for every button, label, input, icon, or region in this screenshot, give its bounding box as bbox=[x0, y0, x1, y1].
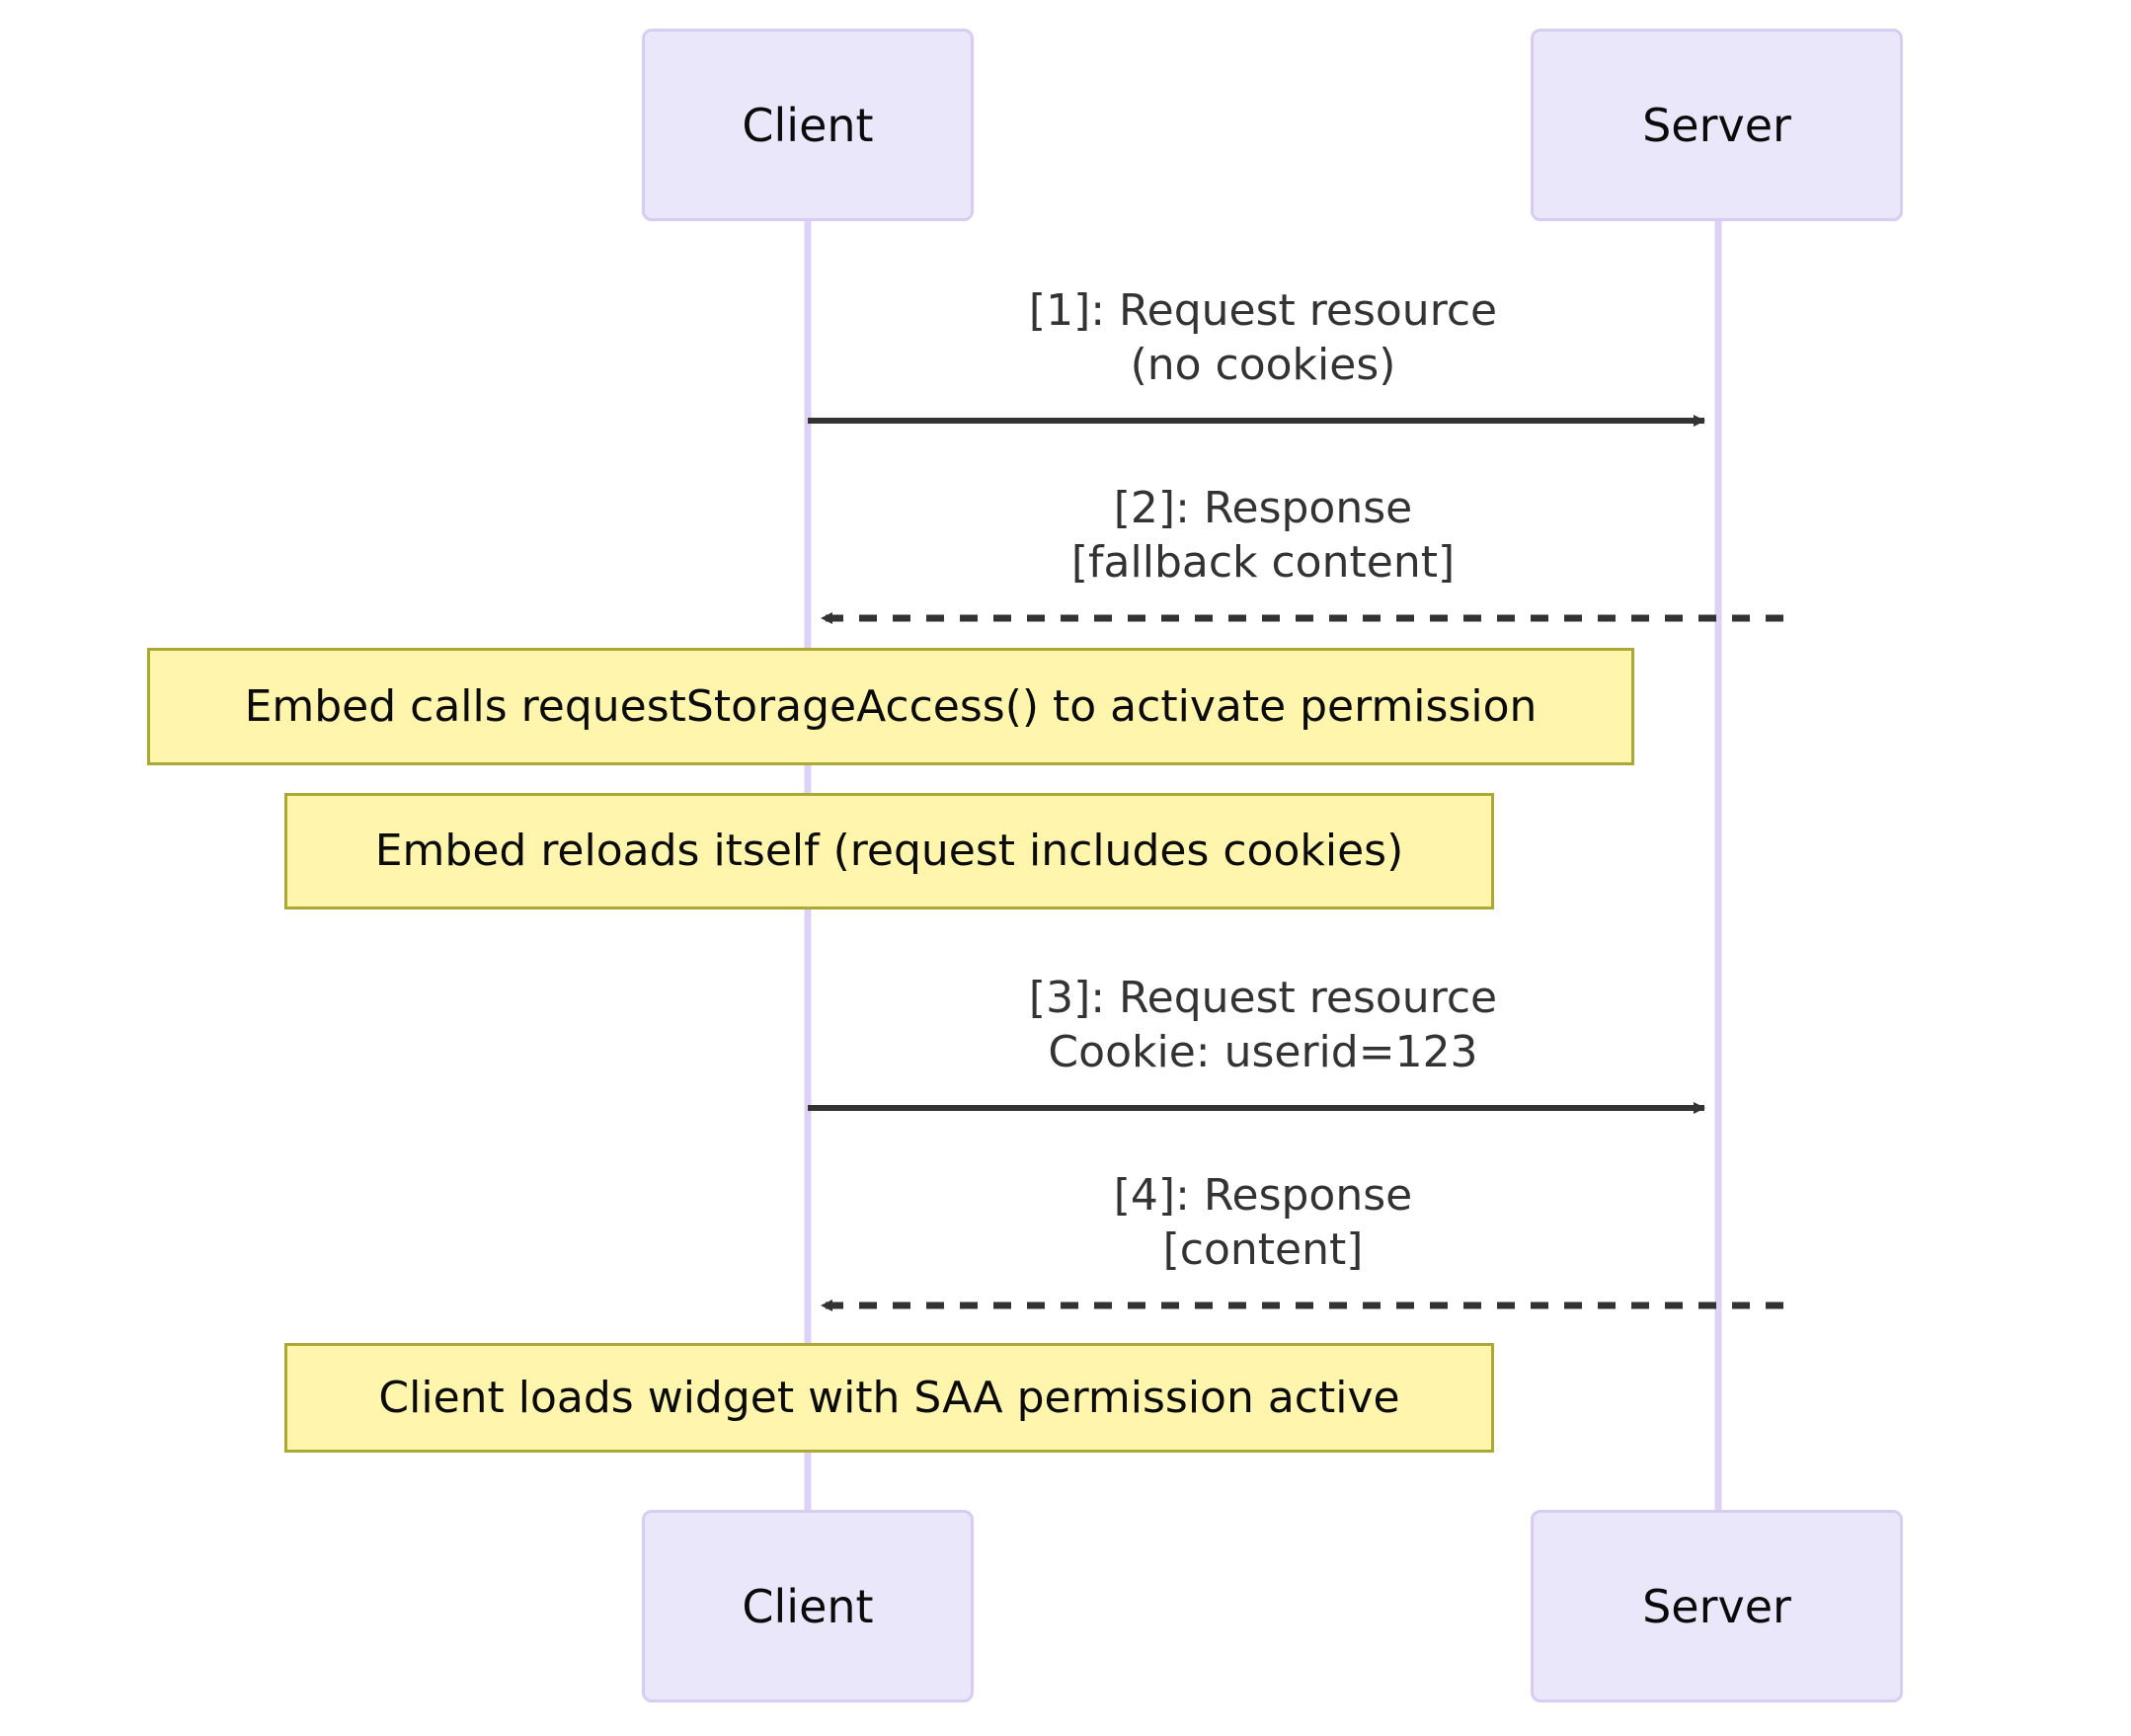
message-label-2: [2]: Response [fallback content] bbox=[1070, 483, 1456, 588]
actor-label-server-top: Server bbox=[1642, 98, 1791, 152]
note-box-widget-loaded[interactable]: Client loads widget with SAA permission … bbox=[284, 1343, 1494, 1453]
note-box-request-storage-access[interactable]: Embed calls requestStorageAccess() to ac… bbox=[147, 648, 1634, 765]
actor-box-server-top[interactable]: Server bbox=[1531, 29, 1903, 221]
note-box-embed-reloads[interactable]: Embed reloads itself (request includes c… bbox=[284, 793, 1494, 909]
message-label-1: [1]: Request resource (no cookies) bbox=[1028, 285, 1498, 390]
messages-group bbox=[808, 415, 1783, 1311]
actor-label-client-bottom: Client bbox=[742, 1579, 874, 1633]
actor-label-server-bottom: Server bbox=[1642, 1579, 1791, 1633]
message-label-4: [4]: Response [content] bbox=[1113, 1170, 1413, 1275]
actor-box-client-top[interactable]: Client bbox=[642, 29, 974, 221]
note-label-embed-reloads: Embed reloads itself (request includes c… bbox=[374, 826, 1404, 876]
note-label-widget-loaded: Client loads widget with SAA permission … bbox=[378, 1372, 1400, 1423]
actor-label-client-top: Client bbox=[742, 98, 874, 152]
actor-box-client-bottom[interactable]: Client bbox=[642, 1510, 974, 1702]
actor-box-server-bottom[interactable]: Server bbox=[1531, 1510, 1903, 1702]
message-label-3: [3]: Request resource Cookie: userid=123 bbox=[1028, 973, 1498, 1077]
note-label-request-storage-access: Embed calls requestStorageAccess() to ac… bbox=[244, 680, 1538, 732]
